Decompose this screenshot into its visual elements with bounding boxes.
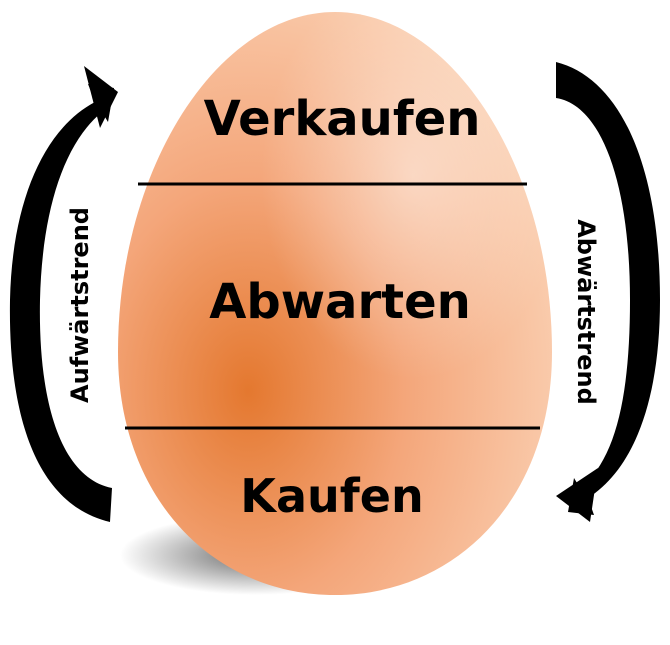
trend-label-right: Abwärtstrend — [572, 219, 600, 405]
zone-label-middle: Abwarten — [209, 274, 471, 330]
upward-arrow-icon — [9, 66, 118, 522]
zone-label-top: Verkaufen — [204, 91, 481, 147]
egg — [118, 12, 552, 595]
trend-label-left: Aufwärtstrend — [66, 207, 94, 403]
zone-label-bottom: Kaufen — [240, 469, 423, 523]
downward-arrow-icon — [556, 62, 660, 522]
